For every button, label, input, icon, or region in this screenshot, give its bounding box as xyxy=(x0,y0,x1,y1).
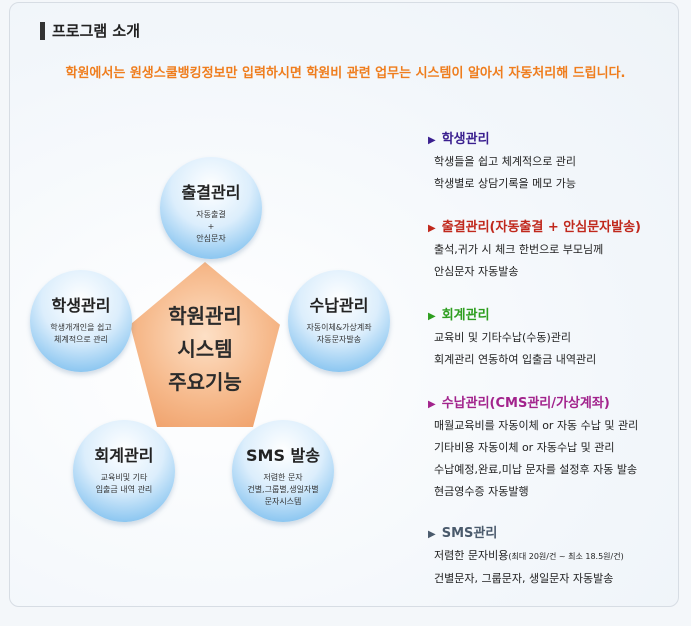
feature-title-accounting: ▶ 회계관리 xyxy=(428,304,678,323)
triangle-right-icon: ▶ xyxy=(428,135,436,146)
feature-title-attendance: ▶ 출결관리(자동출결 + 안심문자발송) xyxy=(428,216,678,235)
feature-line: 기타비용 자동이체 or 자동수납 및 관리 xyxy=(434,441,615,454)
feature-line: 출석,귀가 시 체크 한번으로 부모님께 xyxy=(434,243,604,256)
sms-cost-note: (최대 20원/건 ~ 최소 18.5원/건) xyxy=(508,552,624,561)
pentagon-line-2: 시스템 xyxy=(177,337,233,361)
feature-line: 학생들을 쉽고 체계적으로 관리 xyxy=(434,155,577,168)
feature-line: 교육비 및 기타수납(수동)관리 xyxy=(434,331,572,344)
feature-attendance: ▶ 출결관리(자동출결 + 안심문자발송) 출석,귀가 시 체크 한번으로 부모님… xyxy=(428,216,678,283)
bubble-subtitle: 자동출결 + 안심문자 xyxy=(196,210,226,243)
triangle-right-icon: ▶ xyxy=(428,311,436,322)
bubble-subtitle: 학생개개인을 쉽고 체계적으로 관리 xyxy=(50,323,112,344)
feature-title-text: SMS관리 xyxy=(441,526,498,541)
feature-title-payment: ▶ 수납관리(CMS관리/가상계좌) xyxy=(428,392,678,411)
core-features-pentagon: 학원관리 시스템 주요기능 xyxy=(130,262,280,427)
pentagon-line-3: 주요기능 xyxy=(168,370,242,394)
feature-title-text: 출결관리(자동출결 + 안심문자발송) xyxy=(441,220,641,235)
bubble-attendance: 출결관리 자동출결 + 안심문자 xyxy=(160,157,262,259)
bubble-accounting: 회계관리 교육비및 기타 입출금 내역 관리 xyxy=(73,420,175,522)
feature-accounting: ▶ 회계관리 교육비 및 기타수납(수동)관리 회계관리 연동하여 입출금 내역관… xyxy=(428,304,678,371)
bubble-title: 수납관리 xyxy=(309,296,369,315)
feature-student: ▶ 학생관리 학생들을 쉽고 체계적으로 관리 학생별로 상담기록을 메모 가능 xyxy=(428,128,678,195)
feature-payment: ▶ 수납관리(CMS관리/가상계좌) 매월교육비를 자동이체 or 자동 수납 및… xyxy=(428,392,678,503)
bubble-subtitle: 자동이체&가상계좌 자동문자발송 xyxy=(306,323,372,344)
triangle-right-icon: ▶ xyxy=(428,223,436,234)
pentagon-label: 학원관리 시스템 주요기능 xyxy=(130,300,280,399)
bubble-student: 학생관리 학생개개인을 쉽고 체계적으로 관리 xyxy=(30,270,132,372)
intro-text: 학원에서는 원생스쿨뱅킹정보만 입력하시면 학원비 관련 업무는 시스템이 알아… xyxy=(65,66,626,81)
feature-line: 건별문자, 그룹문자, 생일문자 자동발송 xyxy=(434,572,614,585)
feature-line: 학생별로 상담기록을 메모 가능 xyxy=(434,177,577,190)
bubble-title: 학생관리 xyxy=(51,296,111,315)
feature-line: 현금영수증 자동발행 xyxy=(434,485,529,498)
bubble-title: 회계관리 xyxy=(94,446,154,465)
sms-cost-label: 저렴한 문자비용 xyxy=(434,549,509,562)
feature-line: 회계관리 연동하여 입출금 내역관리 xyxy=(434,353,597,366)
feature-line: 매월교육비를 자동이체 or 자동 수납 및 관리 xyxy=(434,419,639,432)
feature-title-text: 회계관리 xyxy=(441,308,490,323)
triangle-right-icon: ▶ xyxy=(428,399,436,410)
triangle-right-icon: ▶ xyxy=(428,529,436,540)
feature-sms: ▶ SMS관리 저렴한 문자비용(최대 20원/건 ~ 최소 18.5원/건) 건… xyxy=(428,522,678,590)
bubble-title: SMS 발송 xyxy=(246,446,320,465)
bubble-subtitle: 저렴한 문자 건별,그룹별,생일자별 문자시스템 xyxy=(247,473,319,506)
title-marker xyxy=(40,22,45,40)
bubble-payment: 수납관리 자동이체&가상계좌 자동문자발송 xyxy=(288,270,390,372)
feature-line: 안심문자 자동발송 xyxy=(434,265,519,278)
bubble-subtitle: 교육비및 기타 입출금 내역 관리 xyxy=(95,473,153,494)
bubble-sms: SMS 발송 저렴한 문자 건별,그룹별,생일자별 문자시스템 xyxy=(232,420,334,522)
feature-title-text: 학생관리 xyxy=(441,132,490,147)
feature-title-student: ▶ 학생관리 xyxy=(428,128,678,147)
feature-line: 수납예정,완료,미납 문자를 설정후 자동 발송 xyxy=(434,463,638,476)
feature-title-sms: ▶ SMS관리 xyxy=(428,522,678,541)
feature-title-text: 수납관리(CMS관리/가상계좌) xyxy=(441,396,610,411)
feature-line: 저렴한 문자비용(최대 20원/건 ~ 최소 18.5원/건) xyxy=(428,545,678,568)
pentagon-line-1: 학원관리 xyxy=(168,304,242,328)
section-title: 프로그램 소개 xyxy=(52,22,141,40)
bubble-title: 출결관리 xyxy=(181,183,241,202)
